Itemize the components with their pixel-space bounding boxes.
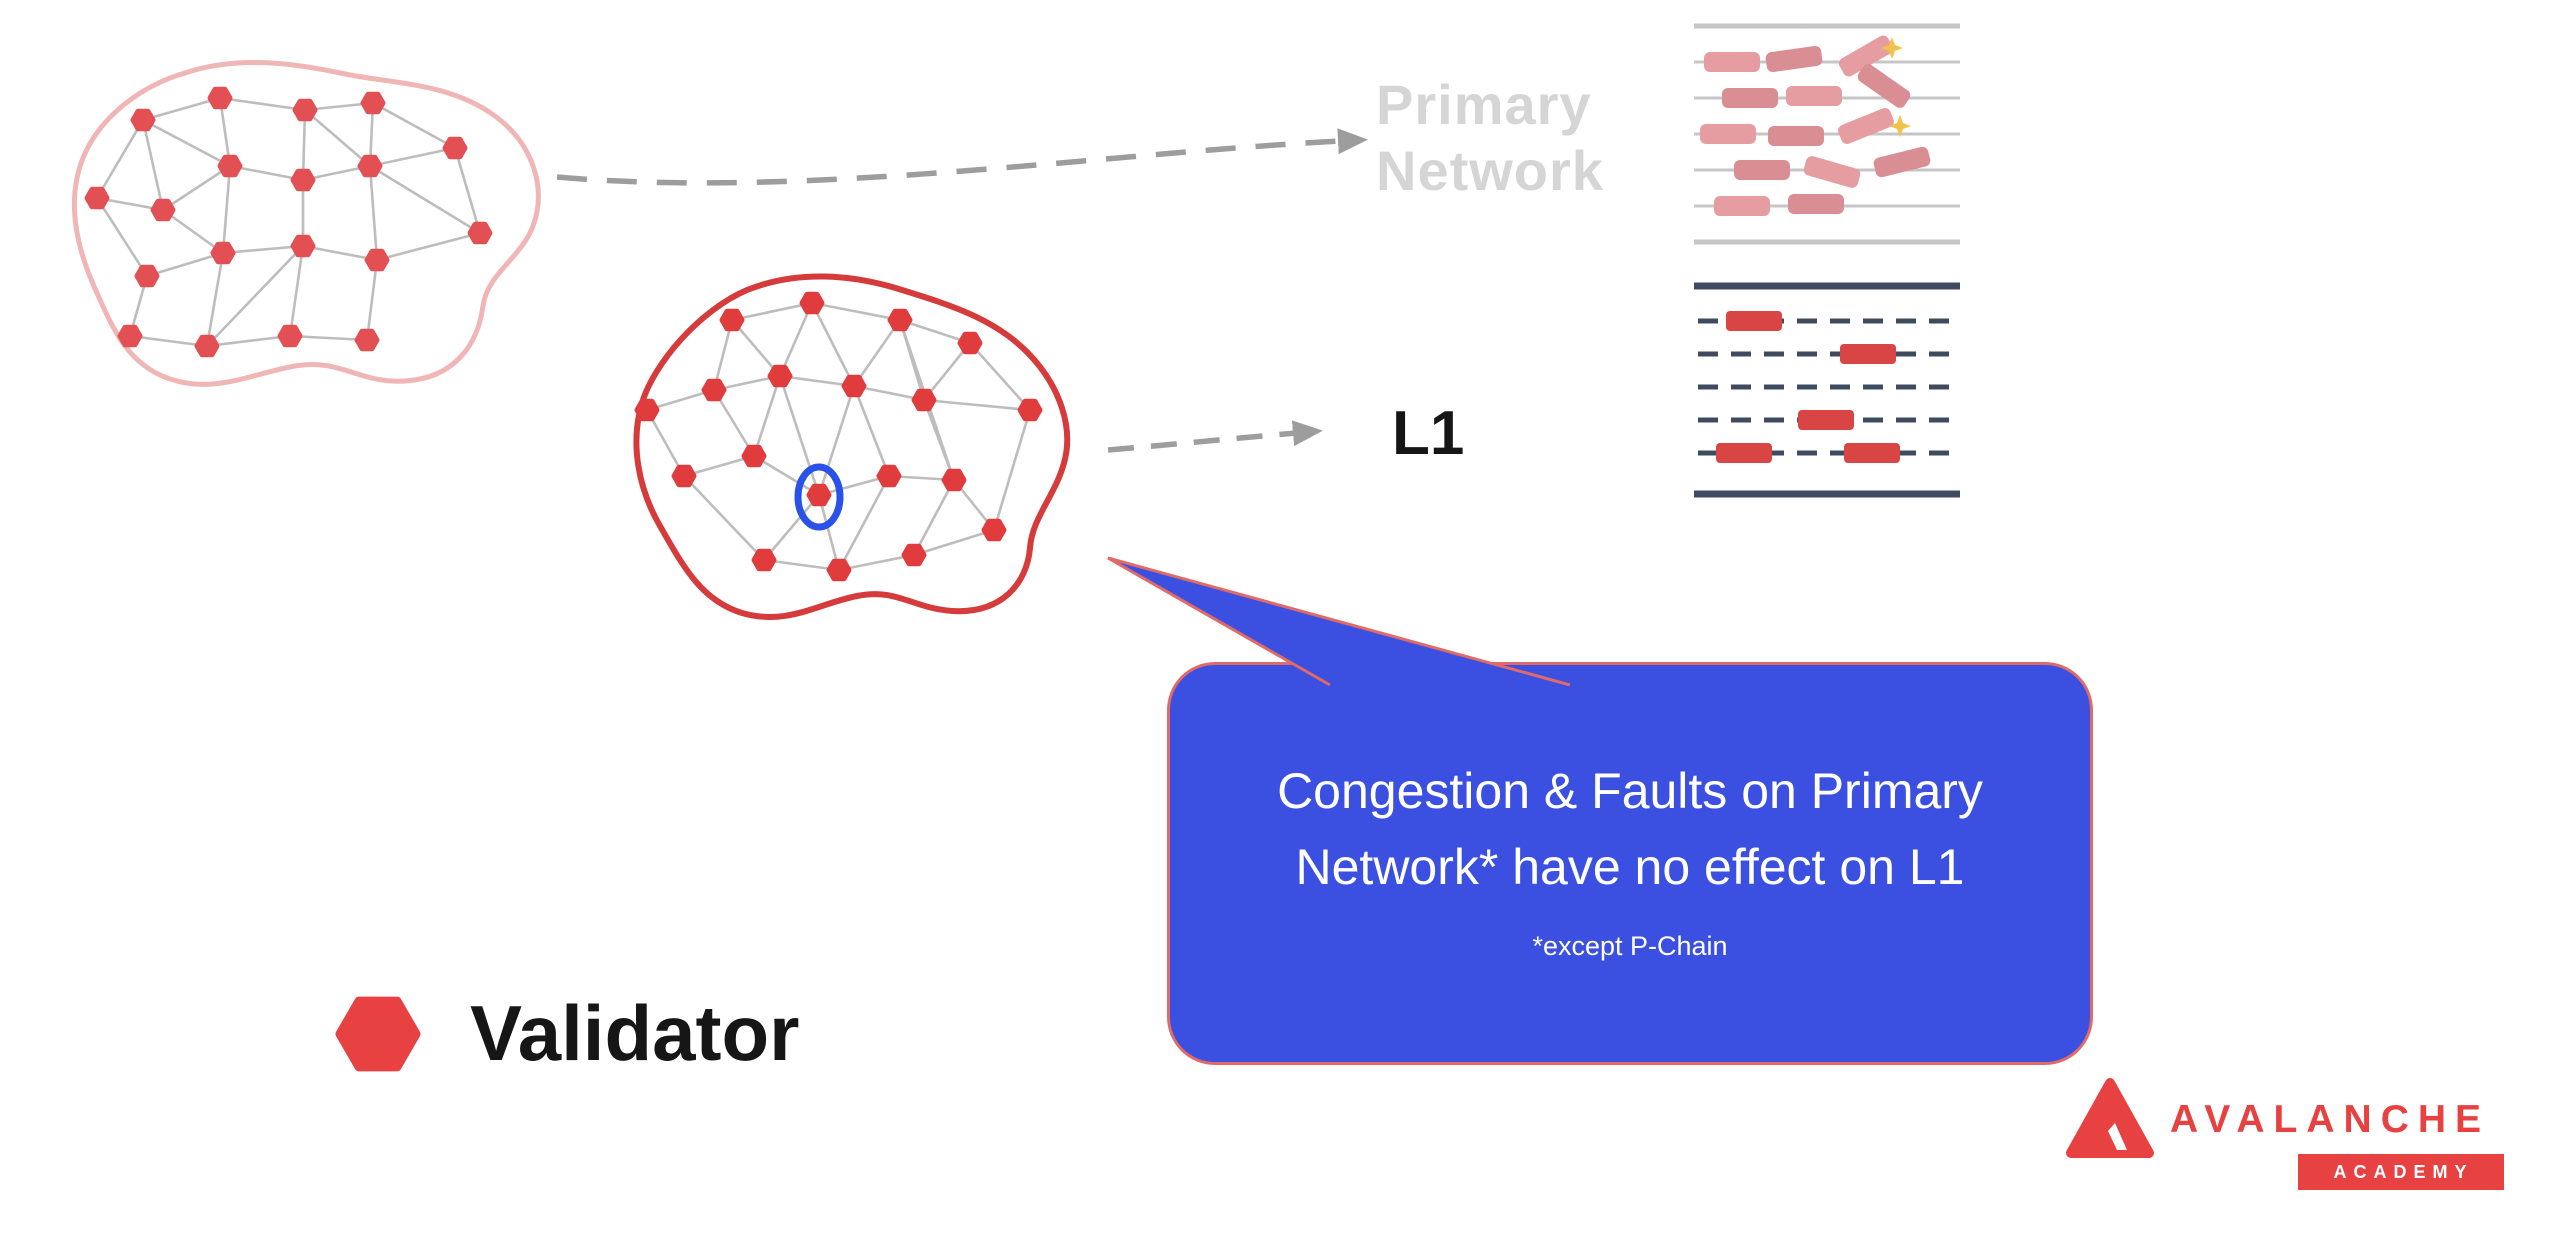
l1-arrow [1107,420,1323,453]
validator-hexagon-icon [335,996,421,1071]
validator-nodes [634,291,1043,582]
highlighted-validator-circle [794,463,844,531]
callout-note: *except P-Chain [1532,931,1728,961]
academy-badge: ACADEMY [2298,1154,2504,1190]
primary-network-arrow [556,128,1368,186]
fault-spark-icon [1889,115,1911,137]
validator-nodes [84,86,493,358]
callout-bubble: Congestion & Faults on Primary Network* … [1167,662,2093,1065]
l1-blob-outline [633,273,1071,620]
avalanche-academy-logo: AVALANCHE ACADEMY [2066,1074,2516,1214]
primary-network-blob-outline [71,59,541,387]
callout-tail [1107,556,1571,687]
ordered-chain-illustration [1694,282,1960,498]
network-edges [95,96,482,348]
validator-legend: Validator [332,988,799,1079]
callout-text: Congestion & Faults on Primary Network* … [1170,753,2090,905]
congested-blocks-illustration [1694,23,1960,245]
primary-network-graph [71,59,541,387]
academy-badge-label: ACADEMY [2333,1161,2474,1182]
primary-network-label-line1: Primary [1376,73,1592,136]
callout-text-line1: Congestion & Faults on Primary [1277,763,1983,819]
l1-network-graph [633,273,1071,620]
validator-label: Validator [470,989,800,1077]
primary-network-label-line2: Network [1376,139,1604,202]
brand-name: AVALANCHE [2170,1098,2491,1141]
l1-label: L1 [1392,399,1465,468]
callout-text-line2: Network* have no effect on L1 [1295,839,1965,895]
fault-spark-icon [1881,37,1903,59]
primary-network-label: Primary Network [1376,72,1604,204]
avalanche-logo-icon [2066,1078,2154,1158]
